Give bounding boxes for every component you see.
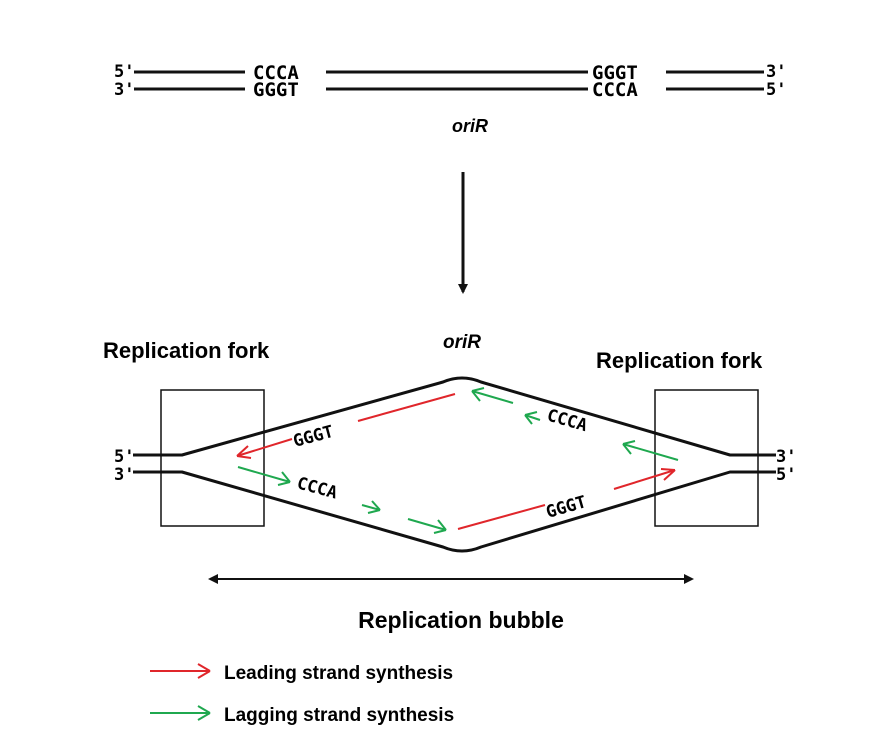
legend: Leading strand synthesis Lagging strand … xyxy=(150,663,454,726)
leading-arrow-bottom-head xyxy=(613,468,676,490)
top-right-bottom-end: 5' xyxy=(766,80,786,100)
fork-right-label: Replication fork xyxy=(596,348,763,373)
leading-arrow-top-segment xyxy=(357,393,456,422)
legend-label-leading: Leading strand synthesis xyxy=(224,663,453,684)
bubble-top-strand xyxy=(133,376,776,457)
replication-bubble: oriR Replication fork Replication fork 5… xyxy=(103,332,796,633)
seq-bottom-left: CCCA xyxy=(295,474,340,504)
lagging-legend-arrow xyxy=(150,705,211,721)
bubble-origin-label: oriR xyxy=(443,332,481,353)
seq-top-right: CCCA xyxy=(545,406,590,437)
bubble-right-bottom-end: 5' xyxy=(776,465,796,485)
fork-box-right xyxy=(654,389,759,527)
seq-left-bottom: GGGT xyxy=(253,79,299,101)
fork-left-label: Replication fork xyxy=(103,338,270,363)
bubble-bottom-strand xyxy=(133,470,776,553)
lagging-strand-arrows xyxy=(237,387,679,534)
top-left-top-end: 5' xyxy=(114,62,134,82)
top-origin-label: oriR xyxy=(452,116,488,136)
legend-item-lagging: Lagging strand synthesis xyxy=(150,705,454,726)
lagging-arrow xyxy=(237,466,291,486)
lagging-arrow xyxy=(407,518,447,534)
leading-strand-arrows xyxy=(236,393,676,530)
lagging-arrow xyxy=(361,500,381,514)
legend-label-lagging: Lagging strand synthesis xyxy=(224,705,454,726)
leading-legend-arrow xyxy=(150,663,211,679)
bubble-right-top-end: 3' xyxy=(776,447,796,467)
seq-right-top: GGGT xyxy=(592,62,638,84)
legend-item-leading: Leading strand synthesis xyxy=(150,663,453,684)
top-right-top-end: 3' xyxy=(766,62,786,82)
leading-arrow-top-head xyxy=(236,438,293,459)
lagging-arrow xyxy=(524,411,541,425)
top-left-bottom-end: 3' xyxy=(114,80,134,100)
seq-bottom-right: GGGT xyxy=(544,492,589,523)
seq-right-bottom: CCCA xyxy=(592,79,638,101)
lagging-arrow xyxy=(471,387,514,404)
bubble-left-top-end: 5' xyxy=(114,447,134,467)
seq-left-top: CCCA xyxy=(253,62,299,84)
bubble-label: Replication bubble xyxy=(358,607,564,633)
lagging-arrow xyxy=(622,440,679,461)
fork-box-left xyxy=(160,389,265,527)
top-dna: 5' 3' CCCA GGGT GGGT CCCA 3' 5' oriR xyxy=(114,62,786,136)
bubble-left-bottom-end: 3' xyxy=(114,465,134,485)
seq-top-left: GGGT xyxy=(291,422,336,452)
leading-arrow-bottom-segment xyxy=(457,504,546,530)
